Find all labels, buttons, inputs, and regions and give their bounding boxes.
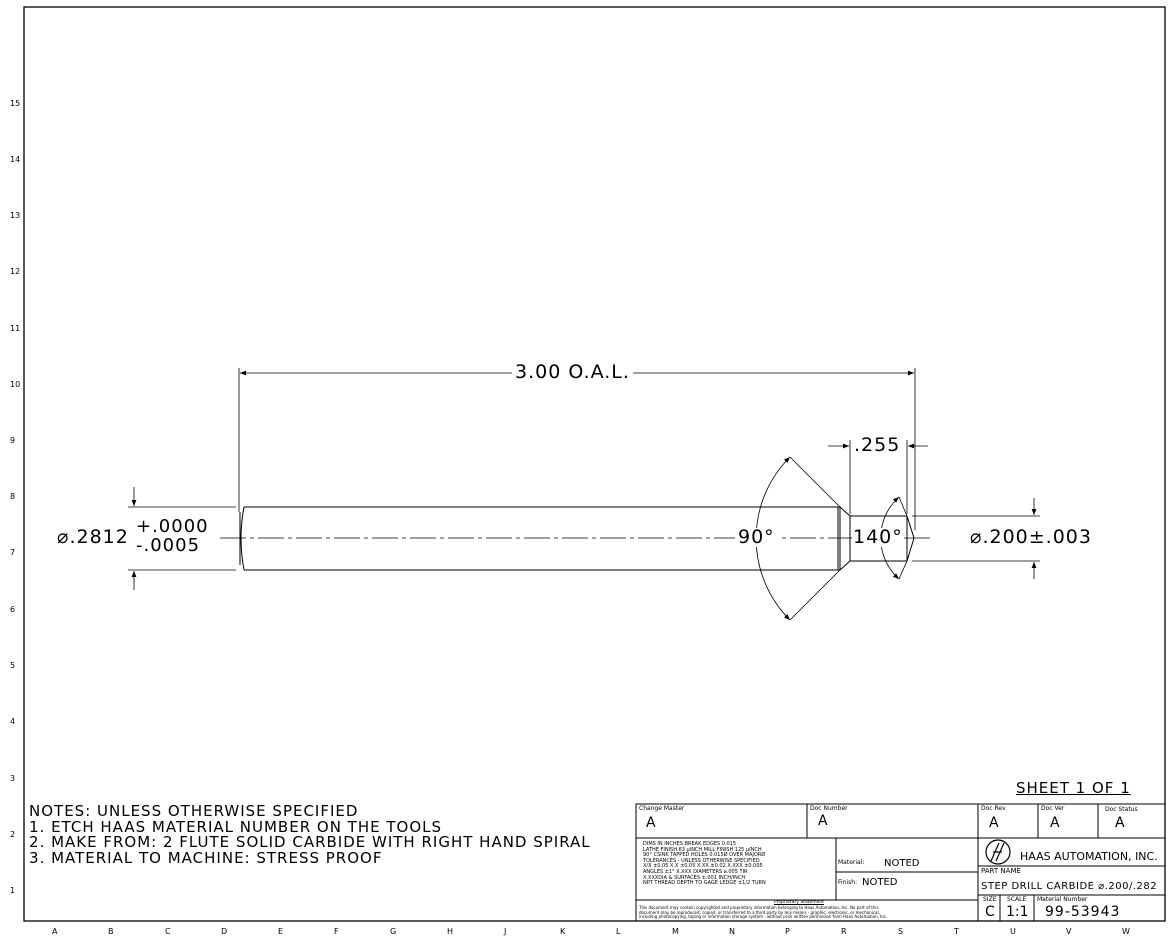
size-value: C <box>985 904 995 920</box>
zone-row-label: 9 <box>10 436 16 445</box>
shank-tolerance-minus: -.0005 <box>136 535 201 556</box>
doc-ver-label: Doc Ver <box>1041 805 1065 812</box>
zone-row-label: 4 <box>10 717 16 726</box>
zone-col-label: E <box>278 927 284 936</box>
point-angle-label: 140° <box>852 526 904 548</box>
step-diameter-label: ⌀.200±.003 <box>970 526 1092 548</box>
drawing-notes: NOTES: UNLESS OTHERWISE SPECIFIED 1. ETC… <box>29 802 591 867</box>
step-diameter-dimension <box>912 498 1040 579</box>
doc-ver-value: A <box>1050 815 1060 831</box>
zone-col-label: B <box>108 927 114 936</box>
doc-rev-label: Doc Rev <box>981 805 1006 812</box>
zone-col-label: F <box>334 927 339 936</box>
zone-col-label: J <box>504 927 507 936</box>
zone-col-label: N <box>729 927 735 936</box>
zone-col-label: U <box>1010 927 1016 936</box>
tolerance-block: DIMS IN INCHES BREAK EDGES 0.015 LATHE F… <box>643 841 766 887</box>
zone-row-label: 8 <box>10 492 16 501</box>
zone-row-label: 5 <box>10 661 16 670</box>
doc-number-value: A <box>818 813 828 829</box>
haas-logo-icon <box>985 839 1011 865</box>
zone-col-label: L <box>616 927 621 936</box>
doc-status-value: A <box>1115 815 1125 831</box>
zone-row-label: 7 <box>10 548 16 557</box>
drill-shank <box>239 506 841 571</box>
zone-col-label: A <box>52 927 58 936</box>
sheet-number: SHEET 1 OF 1 <box>1016 779 1131 797</box>
shank-tolerance-plus: +.0000 <box>136 516 209 537</box>
tolerance-line: NPT THREAD DEPTH TO GAGE LEDGE ±1/2 TURN <box>643 880 766 887</box>
note-item: 2. MAKE FROM: 2 FLUTE SOLID CARBIDE WITH… <box>29 833 591 851</box>
notes-heading: NOTES: UNLESS OTHERWISE SPECIFIED <box>29 802 359 820</box>
tolerance-line: LATHE FINISH 63 µINCH MILL FINISH 125 µI… <box>643 846 762 853</box>
company-name: HAAS AUTOMATION, INC. <box>1020 850 1158 863</box>
sheet-border <box>23 6 1166 922</box>
part-name-value: STEP DRILL CARBIDE ⌀.200/.282 <box>981 881 1158 892</box>
oal-dimension <box>238 368 916 530</box>
tolerance-line: X/X ±0.05 X.X ±0.05 X.XX ±0.02 X.XXX ±0.… <box>643 863 763 870</box>
step-length-dimension <box>828 440 928 514</box>
tolerance-line: 90° CSINK TAPPED HOLES 0.015Ø OVER MAJOR… <box>643 852 766 859</box>
zone-row-label: 3 <box>10 774 16 783</box>
zone-row-label: 1 <box>10 886 16 895</box>
zone-row-label: 13 <box>10 211 21 220</box>
doc-status-label: Doc Status <box>1105 806 1138 813</box>
note-item: 3. MATERIAL TO MACHINE: STRESS PROOF <box>29 848 383 867</box>
shank-diameter-label: ⌀.2812 <box>57 526 129 548</box>
title-block-grid <box>635 803 1166 922</box>
zone-col-label: P <box>785 927 790 936</box>
part-name-label: PART NAME <box>981 867 1021 875</box>
proprietary-statement: This document may contain copyrighted an… <box>639 905 888 920</box>
oal-label: 3.00 O.A.L. <box>512 363 633 382</box>
zone-col-label: V <box>1066 927 1072 936</box>
zone-col-label: S <box>898 927 904 936</box>
proprietary-line: including photocopying, taping or inform… <box>639 914 888 920</box>
change-master-label: Change Master <box>639 805 685 812</box>
material-number-value: 99-53943 <box>1045 904 1121 920</box>
zone-col-label: K <box>560 927 566 936</box>
zone-row-label: 6 <box>10 605 16 614</box>
size-label: SIZE <box>983 896 997 903</box>
tolerance-line: X.XXXDIA & SURFACES ±.001 INCH/INCH <box>643 874 746 881</box>
zone-col-label: D <box>221 927 228 936</box>
step-length-label: .255 <box>854 434 901 456</box>
proprietary-line: This document may contain copyrighted an… <box>639 905 879 910</box>
finish-label: Finish: <box>838 879 858 886</box>
tolerance-line: TOLERANCES - UNLESS OTHERWISE SPECIFIED <box>643 857 760 864</box>
tolerance-line: ANGLES ±1° X.XXX DIAMETERS ⌀.005 TIR <box>643 868 748 875</box>
zone-row-label: 2 <box>10 830 16 839</box>
zone-col-label: T <box>954 927 959 936</box>
proprietary-line: document may be reproduced, copied, or t… <box>639 909 880 915</box>
doc-rev-value: A <box>989 815 999 831</box>
zone-col-label: M <box>672 927 679 936</box>
scale-label: SCALE <box>1007 896 1027 903</box>
material-label: Material: <box>838 859 865 866</box>
material-value: NOTED <box>884 858 920 869</box>
zone-col-label: R <box>841 927 847 936</box>
zone-row-label: 11 <box>10 324 21 333</box>
chamfer-angle-label: 90° <box>735 528 778 547</box>
zone-row-label: 14 <box>10 155 21 164</box>
finish-value: NOTED <box>862 877 898 888</box>
zone-col-label: W <box>1122 927 1130 936</box>
doc-number-label: Doc Number <box>810 805 848 812</box>
proprietary-heading: Proprietary Statement <box>774 900 825 905</box>
note-item: 1. ETCH HAAS MATERIAL NUMBER ON THE TOOL… <box>29 817 443 836</box>
zone-row-label: 15 <box>10 99 21 108</box>
scale-value: 1:1 <box>1006 904 1029 920</box>
change-master-value: A <box>646 815 656 831</box>
zone-col-label: H <box>447 927 454 936</box>
zone-col-label: C <box>165 927 171 936</box>
zone-col-label: G <box>390 927 397 936</box>
material-number-label: Material Number <box>1037 896 1088 903</box>
tolerance-line: DIMS IN INCHES BREAK EDGES 0.015 <box>643 841 737 847</box>
zone-row-label: 12 <box>10 267 21 276</box>
shank-diameter-dimension <box>128 487 236 590</box>
zone-row-label: 10 <box>10 380 21 389</box>
